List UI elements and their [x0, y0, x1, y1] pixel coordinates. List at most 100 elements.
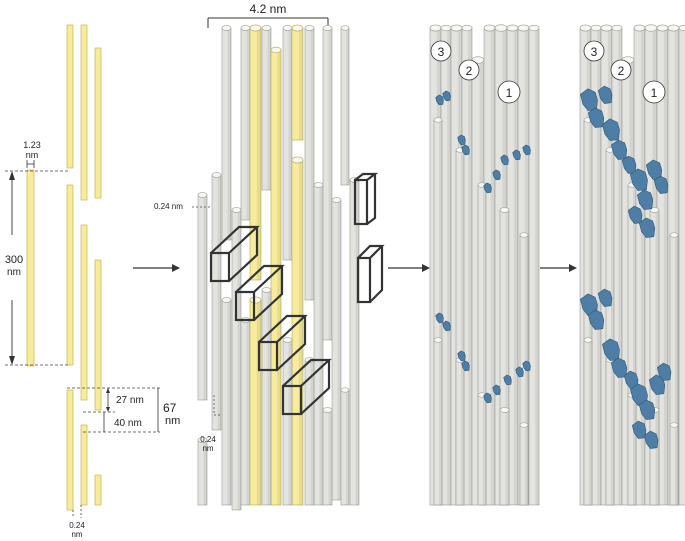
mineral-nucleus	[461, 144, 470, 156]
mineral-nucleus	[522, 144, 531, 156]
mineral-nucleus	[435, 312, 444, 324]
arrow-right-icon	[388, 264, 430, 272]
mineral-plate	[653, 175, 669, 194]
mineral-nucleus	[492, 169, 501, 181]
fiber-label-1: 1	[642, 80, 666, 104]
length-unit: nm	[7, 267, 21, 278]
gap-zone-box	[356, 244, 385, 304]
collagen-molecule	[80, 24, 88, 201]
fiber-label-3: 3	[430, 40, 452, 62]
arrow-right-icon	[540, 264, 577, 272]
svg-text:3: 3	[591, 45, 598, 59]
collagen-molecule	[94, 259, 102, 411]
mineral-plate	[597, 85, 613, 104]
cylinder	[528, 24, 540, 506]
mineral-plate	[638, 217, 656, 238]
fiber-label-1: 1	[497, 80, 521, 104]
cylinder	[519, 422, 529, 506]
period-unit: nm	[165, 415, 180, 427]
cylinder	[669, 422, 679, 506]
mineral-nuclei	[435, 90, 531, 404]
arrow-right-icon	[133, 264, 180, 272]
cylinder	[340, 387, 350, 506]
cylinder	[249, 24, 262, 281]
overlap-label: 27 nm	[116, 395, 144, 406]
fiber-label-2: 2	[458, 59, 480, 81]
mineral-plate	[638, 399, 656, 420]
mineral-nucleus	[457, 134, 466, 146]
mineral-plate	[630, 168, 648, 191]
mineral-nucleus	[512, 149, 521, 161]
collagen-molecule	[26, 169, 35, 367]
cylinder	[291, 156, 304, 506]
cylinder	[583, 337, 593, 506]
svg-text:1: 1	[651, 86, 658, 100]
cylinder	[678, 24, 685, 506]
mineral-nucleus	[457, 350, 466, 362]
cylinder	[627, 392, 637, 506]
cylinder	[261, 25, 272, 191]
svg-text:1: 1	[506, 86, 513, 100]
mineral-nucleus	[522, 360, 531, 372]
cylinder	[282, 25, 293, 261]
gap-zone-box	[353, 172, 379, 226]
mineral-nucleus	[483, 392, 492, 404]
mineral-plate	[643, 430, 659, 449]
fiber-label-3: 3	[583, 40, 605, 62]
fiber-label-2: 2	[610, 59, 632, 81]
mineral-plate	[602, 118, 620, 141]
collagen-molecule	[80, 224, 88, 401]
cylinder	[261, 287, 272, 506]
cylinder	[231, 207, 242, 511]
svg-text:2: 2	[466, 64, 473, 78]
mineral-nucleus	[442, 320, 451, 332]
cylinder	[221, 25, 232, 241]
mineral-nucleus	[503, 374, 512, 386]
mineral-nucleus	[461, 360, 470, 372]
cylinder	[605, 357, 615, 506]
fibril-cylinders	[429, 24, 540, 506]
cylinder	[322, 25, 333, 341]
mineral-plate	[656, 362, 672, 381]
cylinder	[197, 437, 208, 506]
collagen-molecule	[66, 184, 74, 366]
gap-zone-box	[257, 314, 308, 372]
mineral-nucleus	[500, 154, 509, 166]
cylinder	[322, 407, 333, 506]
cylinder	[455, 357, 465, 506]
width-label: 4.2 nm	[250, 2, 287, 16]
cylinder	[197, 192, 208, 401]
cylinder	[221, 297, 232, 506]
cylinder	[240, 25, 251, 221]
gap-label: 40 nm	[114, 418, 142, 429]
panel-growth: 3 2 1	[579, 24, 685, 506]
cylinder	[249, 296, 262, 506]
stagger-low-value: 0.24	[200, 435, 216, 444]
cylinder	[304, 25, 315, 301]
mineral-plates	[580, 85, 672, 449]
cylinder	[477, 392, 487, 506]
cylinder	[331, 197, 342, 501]
cylinder	[499, 407, 510, 506]
period-value: 67	[163, 401, 177, 415]
diameter-value: 1.23	[23, 140, 41, 150]
panel-molecules: 1.23 nm 300 nm 27 nm 40 nm 67 nm 0.24 nm	[5, 24, 180, 539]
panel-nucleation: 3 2 1	[429, 24, 540, 506]
collagen-molecule	[94, 474, 102, 506]
mineral-nucleus	[435, 94, 444, 106]
gap-zone-box	[281, 358, 332, 416]
mineral-nucleus	[492, 384, 501, 396]
collagen-molecule	[66, 24, 74, 169]
mineral-plate	[597, 288, 613, 307]
stagger-mid-label: 0.24 nm	[154, 202, 183, 211]
panel-packing: 4.2 nm 0.24 nm 0.24 nm	[154, 2, 385, 511]
cylinder	[313, 182, 324, 506]
cylinder	[340, 25, 350, 186]
gap-zone-box	[209, 225, 260, 283]
collagen-molecule	[80, 424, 88, 506]
mineral-nucleus	[442, 90, 451, 102]
molecule-rods	[26, 24, 102, 511]
length-value: 300	[5, 254, 23, 266]
mineral-plate	[587, 107, 605, 128]
